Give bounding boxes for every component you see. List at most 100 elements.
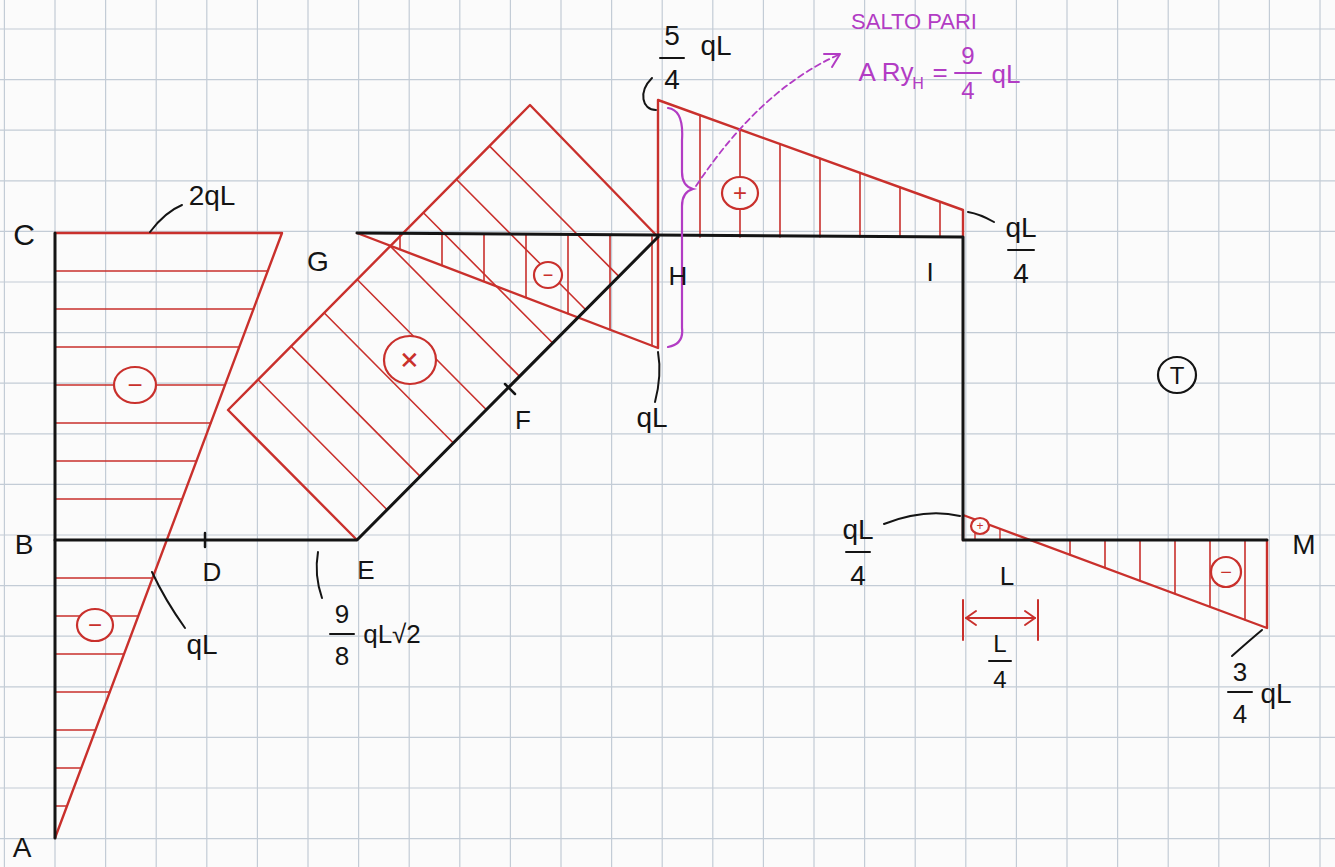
sign-circle xyxy=(971,518,989,534)
grid-line xyxy=(0,130,1335,131)
hatch-line xyxy=(55,422,211,424)
hatch-line xyxy=(357,280,486,410)
value-label: qL√2 xyxy=(363,621,421,647)
hatch-line xyxy=(1244,540,1246,620)
hatch-line xyxy=(483,235,485,282)
hatch-line xyxy=(55,308,253,310)
arrow-head xyxy=(1025,611,1035,625)
point-label: B xyxy=(15,531,34,559)
sign-symbol: + xyxy=(733,181,747,205)
callout-arrow xyxy=(696,55,838,186)
sign-circle xyxy=(534,262,562,288)
grid-line xyxy=(0,585,1335,586)
point-label: D xyxy=(203,559,222,585)
hatch-line xyxy=(939,202,941,237)
hatch-line xyxy=(441,234,443,265)
hatch-line xyxy=(1139,540,1141,581)
annotation xyxy=(668,54,840,347)
note-text: A Ry xyxy=(859,59,914,85)
sign-symbol: − xyxy=(543,266,554,284)
sign-circle xyxy=(1158,357,1196,393)
grid-line xyxy=(0,383,1335,384)
hatch-line xyxy=(55,577,153,579)
note-text: SALTO PARI xyxy=(851,11,977,33)
value-label: qL xyxy=(1005,214,1036,242)
grid-line xyxy=(0,332,1335,333)
hatch-line xyxy=(999,529,1000,540)
fraction-bar xyxy=(1008,249,1034,251)
note-text: H xyxy=(912,76,924,92)
leader-line xyxy=(968,212,994,222)
note-text: = xyxy=(932,59,947,85)
sign-circle xyxy=(384,336,436,384)
hatch-line xyxy=(55,460,196,462)
arrow-head xyxy=(824,54,840,67)
fraction-bar xyxy=(846,551,870,553)
fraction-bar xyxy=(660,57,684,59)
leader-lines xyxy=(150,58,1262,692)
dimension-tick xyxy=(1037,600,1039,640)
value-label: 4 xyxy=(1013,260,1029,288)
hatch-line xyxy=(651,237,653,346)
grid-line xyxy=(0,737,1335,738)
grid-line xyxy=(0,281,1335,282)
hatch-line xyxy=(55,346,239,348)
fraction-bar xyxy=(989,660,1011,662)
leader-line xyxy=(884,513,960,524)
value-label: 2qL xyxy=(189,182,236,210)
value-label: qL xyxy=(1260,680,1291,708)
diagram-symbol: T xyxy=(1170,364,1185,388)
hatch-line xyxy=(55,691,110,693)
value-label: 3 xyxy=(1233,659,1247,685)
hatch-line xyxy=(55,270,268,272)
dimension-line xyxy=(966,617,1035,619)
hatch-line xyxy=(324,313,453,443)
shear-areas xyxy=(55,100,1267,838)
sign-symbol: + xyxy=(390,340,430,380)
tick-mark xyxy=(505,384,515,394)
frame-member xyxy=(54,233,57,838)
grid-line xyxy=(0,838,1335,839)
note-text: qL xyxy=(992,61,1021,87)
hatch-line xyxy=(490,146,619,276)
hatch-line xyxy=(779,144,781,237)
hatch-line xyxy=(55,729,96,731)
sign-circle xyxy=(114,367,156,403)
hatch-line xyxy=(55,498,182,500)
hatch-line xyxy=(1104,540,1106,568)
hatch-line xyxy=(55,805,67,807)
shear-outline xyxy=(55,233,282,838)
grid-line xyxy=(0,686,1335,687)
shear-outline xyxy=(357,233,658,348)
leader-line xyxy=(643,78,656,110)
leader-line xyxy=(152,572,185,628)
tick-mark xyxy=(204,533,207,547)
dimension-tick xyxy=(962,600,964,640)
hatch-line xyxy=(525,235,527,297)
note-text: 4 xyxy=(961,79,974,103)
hatch-line xyxy=(55,653,124,655)
hatch-line xyxy=(258,380,387,510)
hatch-line xyxy=(1069,540,1071,555)
value-label: 9 xyxy=(335,601,349,627)
value-label: 4 xyxy=(664,66,680,94)
hatch-line xyxy=(567,236,569,314)
brace xyxy=(668,108,693,347)
shear-outline xyxy=(963,515,1267,628)
value-label: qL xyxy=(186,631,217,659)
fraction-bar xyxy=(955,72,981,74)
hatch-line xyxy=(457,180,586,310)
sign-symbol: − xyxy=(1220,562,1232,582)
sign-symbol: − xyxy=(88,613,102,637)
leader-line xyxy=(150,205,182,232)
grid-line xyxy=(0,484,1335,485)
hatch-line xyxy=(1174,540,1176,594)
fraction-bar xyxy=(330,633,354,635)
value-label: 4 xyxy=(850,562,866,590)
value-label: qL xyxy=(700,32,731,60)
frame-member xyxy=(55,237,658,540)
hatch-line xyxy=(819,158,821,237)
point-label: L xyxy=(1000,563,1014,589)
value-label: 4 xyxy=(1233,701,1247,727)
